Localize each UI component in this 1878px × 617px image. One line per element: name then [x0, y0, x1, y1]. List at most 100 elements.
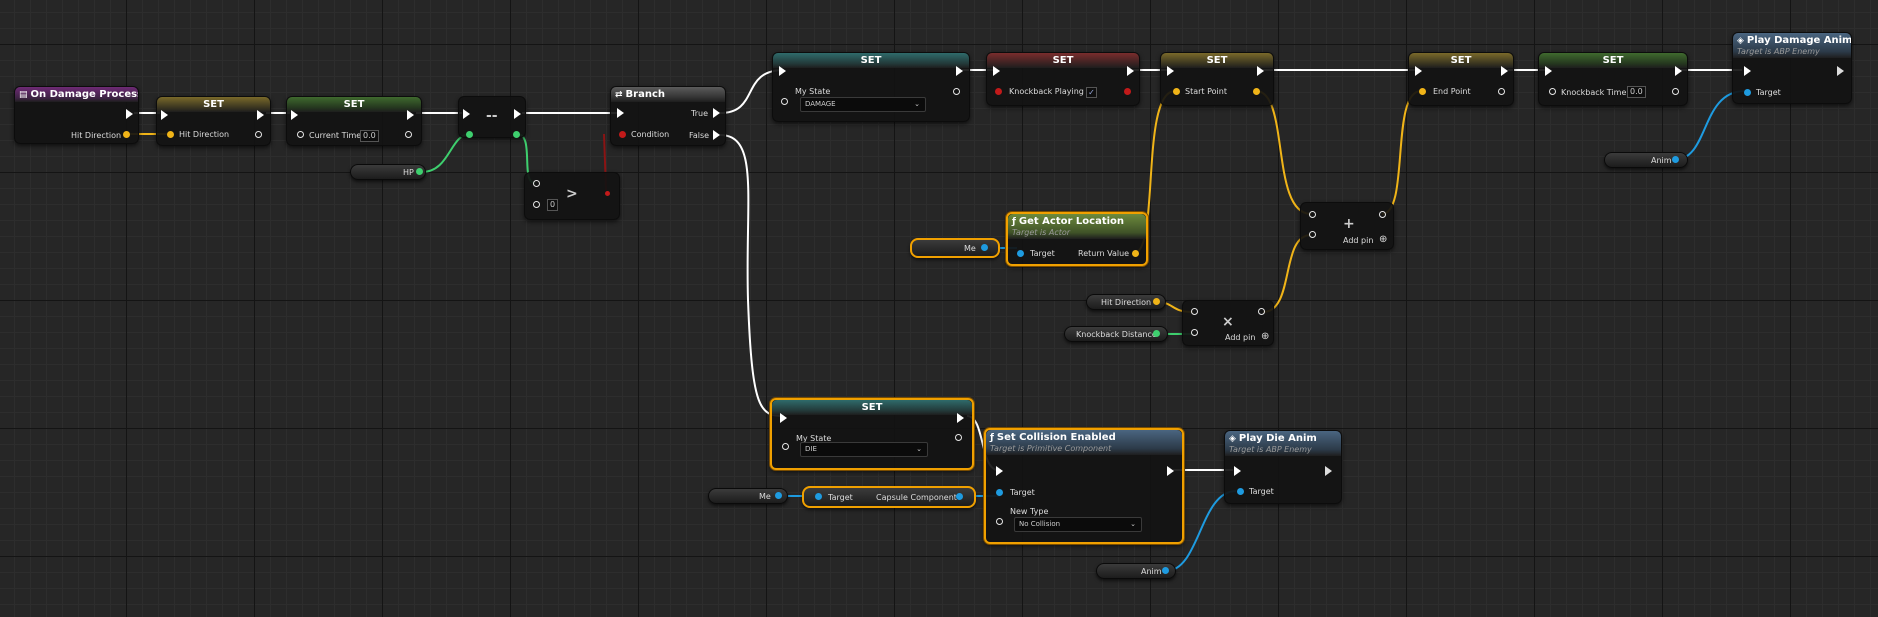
exec-out-pin[interactable]: [1501, 66, 1508, 76]
exec-out-pin[interactable]: [1837, 66, 1844, 76]
target-in-pin[interactable]: [1237, 488, 1244, 495]
exec-out-pin[interactable]: [1257, 66, 1264, 76]
true-exec-pin[interactable]: [713, 108, 720, 118]
multiply-b-pin[interactable]: [1191, 329, 1198, 336]
exec-in-pin[interactable]: [1167, 66, 1174, 76]
greater-a-pin[interactable]: [533, 180, 540, 187]
target-in-pin[interactable]: [1017, 250, 1024, 257]
knockback-time-value[interactable]: 0.0: [1627, 86, 1646, 98]
exec-out-pin[interactable]: [957, 413, 964, 423]
multiply-a-pin[interactable]: [1191, 308, 1198, 315]
exec-in-pin[interactable]: [161, 110, 168, 120]
exec-in-pin[interactable]: [463, 109, 470, 119]
exec-out-pin[interactable]: [257, 110, 264, 120]
multiply-result-pin[interactable]: [1258, 308, 1265, 315]
add-pin-icon[interactable]: ⊕: [1379, 234, 1388, 245]
hit-direction-out-pin[interactable]: [255, 131, 262, 138]
set-knockback-time-node[interactable]: SET Knockback Time 0.0: [1538, 52, 1688, 106]
set-hit-direction-node[interactable]: SET Hit Direction: [156, 96, 271, 146]
exec-out-pin[interactable]: [1325, 466, 1332, 476]
set-end-point-node[interactable]: SET End Point: [1408, 52, 1514, 106]
anim-out-pin[interactable]: [1672, 156, 1679, 163]
exec-out-pin[interactable]: [514, 109, 521, 119]
set-my-state-die-node[interactable]: SET My State DIE⌄: [770, 398, 974, 470]
decrement-out-pin[interactable]: [513, 131, 520, 138]
exec-out-pin[interactable]: [956, 66, 963, 76]
me-out-pin[interactable]: [981, 244, 988, 251]
exec-in-pin[interactable]: [1415, 66, 1422, 76]
decrement-node[interactable]: --: [458, 96, 526, 138]
set-current-time-node[interactable]: SET Current Time 0.0: [286, 96, 422, 146]
exec-out-pin[interactable]: [1127, 66, 1134, 76]
me-variable-node[interactable]: Me: [910, 238, 1000, 258]
hit-direction-out-pin[interactable]: [123, 131, 130, 138]
target-in-pin[interactable]: [996, 489, 1003, 496]
set-start-point-node[interactable]: SET Start Point: [1160, 52, 1274, 106]
add-vector-node[interactable]: + Add pin ⊕: [1300, 202, 1394, 250]
add-pin-label[interactable]: Add pin: [1343, 236, 1374, 245]
target-in-pin[interactable]: [1744, 89, 1751, 96]
end-point-out-pin[interactable]: [1498, 88, 1505, 95]
exec-in-pin[interactable]: [779, 66, 786, 76]
exec-in-pin[interactable]: [291, 110, 298, 120]
exec-in-pin[interactable]: [1234, 466, 1241, 476]
current-time-out-pin[interactable]: [405, 131, 412, 138]
end-point-in-pin[interactable]: [1419, 88, 1426, 95]
exec-in-pin[interactable]: [996, 466, 1003, 476]
my-state-dropdown[interactable]: DIE⌄: [800, 442, 928, 457]
false-exec-pin[interactable]: [713, 130, 720, 140]
anim-out-pin[interactable]: [1162, 567, 1169, 574]
start-point-out-pin[interactable]: [1253, 88, 1260, 95]
knockback-time-in-pin[interactable]: [1549, 88, 1556, 95]
exec-out-pin[interactable]: [407, 110, 414, 120]
hit-direction-out-pin[interactable]: [1153, 298, 1160, 305]
start-point-in-pin[interactable]: [1173, 88, 1180, 95]
branch-node[interactable]: ⇄Branch True Condition False: [610, 86, 726, 146]
condition-pin[interactable]: [619, 131, 626, 138]
set-my-state-damage-node[interactable]: SET My State DAMAGE⌄: [772, 52, 970, 122]
exec-out-pin[interactable]: [1167, 466, 1174, 476]
capsule-component-out-pin[interactable]: [956, 493, 963, 500]
add-pin-icon[interactable]: ⊕: [1261, 331, 1270, 342]
add-b-pin[interactable]: [1309, 231, 1316, 238]
my-state-out-pin[interactable]: [953, 88, 960, 95]
greater-b-pin[interactable]: [533, 201, 540, 208]
target-in-pin[interactable]: [815, 493, 822, 500]
greater-than-node[interactable]: 0 >: [524, 172, 620, 220]
my-state-dropdown[interactable]: DAMAGE⌄: [800, 97, 926, 112]
knockback-playing-out-pin[interactable]: [1124, 88, 1131, 95]
knockback-distance-variable-node[interactable]: Knockback Distance: [1064, 326, 1168, 342]
decrement-in-pin[interactable]: [466, 131, 473, 138]
knockback-time-out-pin[interactable]: [1672, 88, 1679, 95]
add-a-pin[interactable]: [1309, 211, 1316, 218]
hit-direction-variable-node[interactable]: Hit Direction: [1086, 294, 1166, 310]
new-type-in-pin[interactable]: [996, 518, 1003, 525]
exec-out-pin[interactable]: [1675, 66, 1682, 76]
anim-variable-node[interactable]: Anim: [1096, 563, 1176, 579]
my-state-out-pin[interactable]: [955, 434, 962, 441]
greater-b-value[interactable]: 0: [547, 199, 559, 211]
collision-type-dropdown[interactable]: No Collision⌄: [1014, 517, 1142, 532]
exec-out-pin[interactable]: [126, 109, 133, 119]
knockback-playing-in-pin[interactable]: [995, 88, 1002, 95]
set-knockback-playing-node[interactable]: SET Knockback Playing ✓: [986, 52, 1140, 106]
return-value-out-pin[interactable]: [1132, 250, 1139, 257]
my-state-in-pin[interactable]: [782, 443, 789, 450]
exec-in-pin[interactable]: [1744, 66, 1751, 76]
hp-variable-node[interactable]: HP: [350, 164, 426, 180]
add-result-pin[interactable]: [1379, 211, 1386, 218]
me-out-pin[interactable]: [775, 492, 782, 499]
exec-in-pin[interactable]: [617, 108, 624, 118]
exec-in-pin[interactable]: [780, 413, 787, 423]
knockback-distance-out-pin[interactable]: [1153, 330, 1160, 337]
hp-out-pin[interactable]: [416, 168, 423, 175]
capsule-component-node[interactable]: Target Capsule Component: [802, 486, 976, 508]
knockback-playing-checkbox[interactable]: ✓: [1086, 87, 1097, 98]
on-damage-process-event-node[interactable]: ▤On Damage Process Hit Direction: [14, 86, 139, 144]
current-time-value[interactable]: 0.0: [360, 130, 379, 142]
current-time-in-pin[interactable]: [297, 131, 304, 138]
